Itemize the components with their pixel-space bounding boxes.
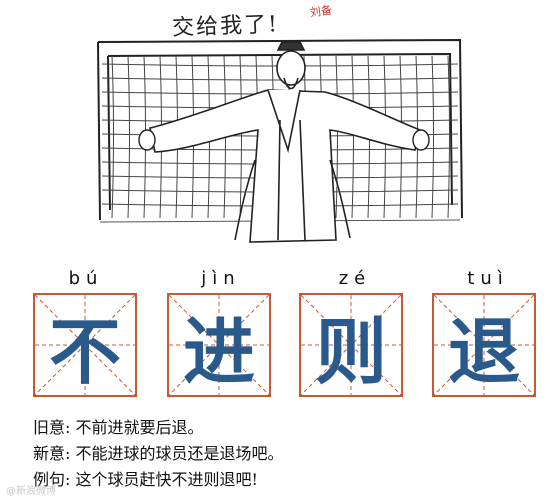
explanation-list: 旧意: 不前进就要后退。 新意: 不能进球的球员还是退场吧。 例句: 这个球员赶…: [33, 415, 284, 493]
character: 则: [314, 309, 387, 394]
explanation-label: 例句:: [33, 470, 71, 489]
explanation-old-meaning: 旧意: 不前进就要后退。: [33, 415, 284, 441]
explanation-label: 旧意:: [33, 418, 71, 437]
explanation-example: 例句: 这个球员赶快不进则退吧!: [33, 467, 284, 493]
character-cell-3: 则: [299, 293, 403, 397]
tian-grid: [169, 295, 269, 395]
pinyin-3: zé: [338, 268, 372, 289]
net-line: [111, 55, 114, 219]
tian-grid: [434, 295, 534, 395]
character-cell-4: 退: [432, 293, 536, 397]
character-cell-2: 进: [167, 293, 271, 397]
net-line: [351, 55, 354, 219]
watermark: @新浪微博: [6, 486, 56, 497]
net-line: [447, 55, 450, 219]
pinyin-1: bú: [68, 268, 104, 289]
tian-grid: [301, 295, 401, 395]
explanation-new-meaning: 新意: 不能进球的球员还是退场吧。: [33, 441, 284, 467]
pinyin-4: tuì: [467, 268, 509, 289]
speech-caption: 交给我了!: [171, 12, 280, 41]
character: 进: [182, 309, 255, 394]
net-line: [335, 55, 338, 219]
net-line: [431, 55, 434, 219]
artist-seal: 刘备: [309, 3, 333, 20]
goalkeeper-illustration: 交给我了! 刘备: [97, 3, 463, 243]
explanation-text: 这个球员赶快不进则退吧!: [75, 470, 258, 489]
explanation-text: 不能进球的球员还是退场吧。: [75, 444, 284, 463]
net-line: [127, 55, 130, 219]
pinyin-2: jìn: [201, 268, 241, 289]
soccer-goal-drawing: [97, 38, 463, 243]
tian-grid: [35, 295, 135, 395]
character: 不: [48, 309, 121, 394]
explanation-text: 不前进就要后退。: [75, 418, 204, 437]
character: 退: [447, 309, 520, 394]
explanation-label: 新意:: [33, 444, 71, 463]
character-cell-1: 不: [33, 293, 137, 397]
net-line: [101, 77, 459, 81]
